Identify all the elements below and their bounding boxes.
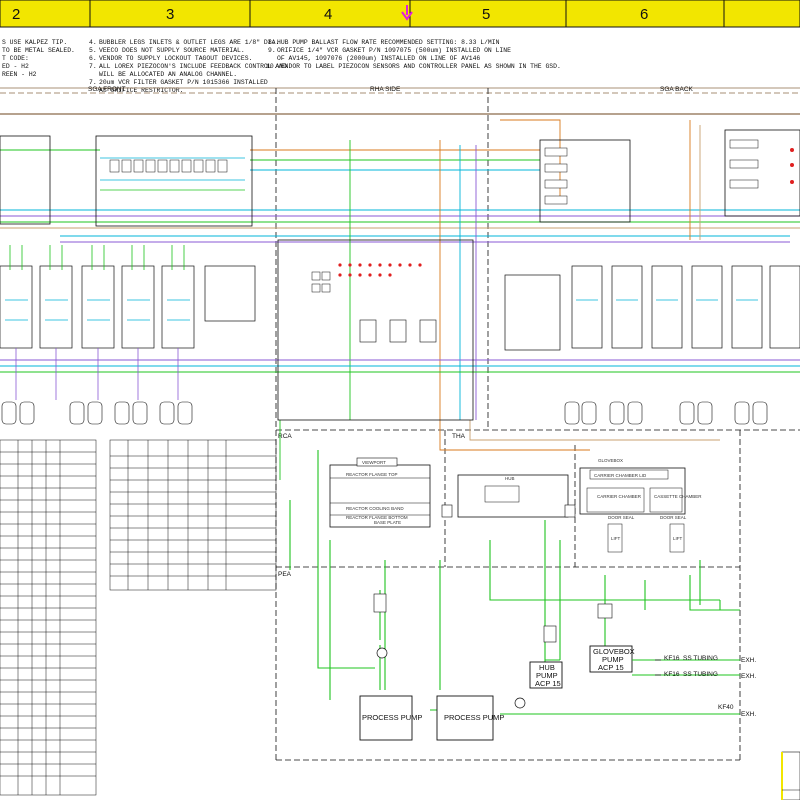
zone-label: 3 (166, 6, 174, 23)
note-line: ED - H2 (2, 63, 29, 70)
reactor-assembly: VIEWPORT REACTOR FLANGE TOP REACTOR COOL… (329, 457, 453, 528)
exhaust-fitting-label: KF16 (664, 671, 680, 678)
exhaust-line-label: SS TUBING (683, 671, 718, 678)
sga-back-manifold (504, 129, 800, 425)
note-line: BUBBLER LEGS INLETS & OUTLET LEGS ARE 1/… (99, 39, 279, 46)
exhaust-end-label: EXH. (741, 711, 756, 718)
note-number: 7. (89, 63, 97, 70)
note-line: T CODE: (2, 55, 29, 62)
note-line: S USE KALPEZ TIP. (2, 39, 67, 46)
zone-label: 5 (482, 6, 490, 23)
bubbler-cabinets-left (0, 245, 256, 425)
lift-label: LIFT (611, 536, 621, 541)
section-label-glovebox: GLOVEBOX (598, 458, 623, 463)
hub-pump-label: HUB (539, 663, 555, 672)
note-line: 20um VCR FILTER GASKET P/N 1015366 INSTA… (99, 79, 268, 86)
reactor-viewport-label: VIEWPORT (362, 460, 386, 465)
reactor-flange-bottom-label: REACTOR FLANGE BOTTOM (346, 515, 408, 520)
section-label-rha-side: RHA SIDE (370, 86, 401, 93)
glovebox-pump-label: GLOVEBOX (593, 647, 635, 656)
note-number: 9. (268, 47, 276, 54)
pumps: PROCESS PUMP PROCESS PUMP HUB PUMP ACP 1… (359, 593, 635, 741)
rha-centre-panel (277, 239, 474, 421)
process-pump-label: PROCESS PUMP (444, 713, 504, 722)
glovebox-pump-label: PUMP (602, 655, 624, 664)
reactor-base-plate-label: BASE PLATE (374, 520, 401, 525)
reactor-cooling-band-label: REACTOR COOLING BAND (346, 506, 404, 511)
hub-label: HUB (505, 476, 515, 481)
exhaust-line-label: SS TUBING (683, 655, 718, 662)
carrier-chamber-lid-label: CARRIER CHAMBER LID (594, 473, 647, 478)
exhaust-fitting-label: KF40 (718, 704, 734, 711)
note-number: 5. (89, 47, 97, 54)
door-seal-label: DOOR SEAL (660, 515, 687, 520)
note-line: TO BE METAL SEALED. (2, 47, 75, 54)
section-label-pea: PEA (278, 571, 292, 578)
door-seal-label: DOOR SEAL (608, 515, 635, 520)
section-label-sga-back: SGA BACK (660, 86, 694, 93)
note-line: WILL BE ALLOCATED AN ANALOG CHANNEL. (99, 71, 237, 78)
carrier-chamber-label: CARRIER CHAMBER (597, 494, 642, 499)
hub-pump-label: PUMP (536, 671, 558, 680)
note-line: ALL LOREX PIEZOCON'S INCLUDE FEEDBACK CO… (99, 63, 287, 70)
zone-label: 6 (640, 6, 648, 23)
cassette-chamber-label: CASSETTE CHAMBER (654, 494, 702, 499)
note-number: 7. (89, 79, 97, 86)
exhaust-end-label: EXH. (741, 657, 756, 664)
section-label-tha: THA (452, 433, 466, 440)
note-line: VENDOR TO LABEL PIEZOCON SENSORS AND CON… (277, 63, 561, 70)
section-label-rca: RCA (278, 433, 292, 440)
zone-marker-arrow-icon (401, 5, 413, 21)
section-labels: SGA FRONT RHA SIDE SGA BACK RCA THA PEA … (88, 86, 694, 578)
reactor-flange-top-label: REACTOR FLANGE TOP (346, 472, 398, 477)
note-number: 6. (89, 55, 97, 62)
zone-header: 2 3 4 5 6 (0, 0, 800, 28)
note-number: 10. (266, 63, 278, 70)
zone-label: 4 (324, 6, 332, 23)
note-line: ORIFICE 1/4" VCR GASKET P/N 1097075 (500… (277, 47, 511, 54)
note-line: VENDOR TO SUPPLY LOCKOUT TAGOUT DEVICES. (99, 55, 252, 62)
note-number: 4. (89, 39, 97, 46)
exhaust-fitting-label: KF16 (664, 655, 680, 662)
note-line: OF AV145, 1097076 (2000um) INSTALLED ON … (277, 55, 480, 62)
glovebox-pump-label: ACP 15 (598, 663, 624, 672)
hub-pump-label: ACP 15 (535, 679, 561, 688)
lift-label: LIFT (673, 536, 683, 541)
carrier-chambers: CARRIER CHAMBER LID CARRIER CHAMBER CASS… (579, 467, 702, 553)
zone-label: 2 (12, 6, 20, 23)
note-line: VEECO DOES NOT SUPPLY SOURCE MATERIAL. (99, 47, 245, 54)
note-number: 8. (268, 39, 276, 46)
note-line: AS ORIFICE RESTRICTOR. (99, 87, 183, 94)
notes: S USE KALPEZ TIP. TO BE METAL SEALED. T … (2, 39, 561, 94)
note-line: HUB PUMP BALLAST FLOW RATE RECOMMENDED S… (277, 39, 500, 46)
section-label-sga-front: SGA FRONT (88, 86, 126, 93)
exhaust-end-label: EXH. (741, 673, 756, 680)
exhaust-lines: KF16 SS TUBING EXH. KF16 SS TUBING EXH. … (632, 655, 756, 718)
sga-front-manifold (0, 135, 253, 227)
hub-chamber: HUB (457, 474, 576, 518)
note-line: REEN - H2 (2, 71, 37, 78)
title-block (781, 751, 800, 800)
piping-tables (0, 439, 277, 796)
process-pump-label: PROCESS PUMP (362, 713, 422, 722)
gas-lines (0, 119, 800, 480)
